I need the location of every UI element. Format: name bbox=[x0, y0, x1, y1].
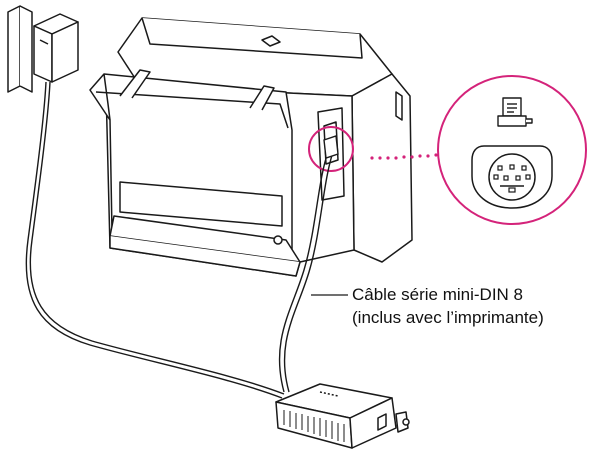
dotted-leader bbox=[370, 153, 438, 160]
cable-label-line2: (inclus avec l’imprimante) bbox=[352, 308, 544, 327]
power-cord bbox=[25, 81, 283, 399]
serial-cable bbox=[278, 151, 329, 393]
printer bbox=[89, 17, 413, 277]
mini-din-8-connector-icon bbox=[471, 145, 553, 209]
power-adapter bbox=[33, 13, 79, 83]
port-highlight-circle bbox=[308, 126, 354, 172]
cable-adapter bbox=[275, 383, 410, 449]
printer-port-icon bbox=[497, 97, 533, 127]
wall-outlet bbox=[7, 5, 33, 93]
cable-label-line1: Câble série mini-DIN 8 bbox=[352, 285, 523, 304]
